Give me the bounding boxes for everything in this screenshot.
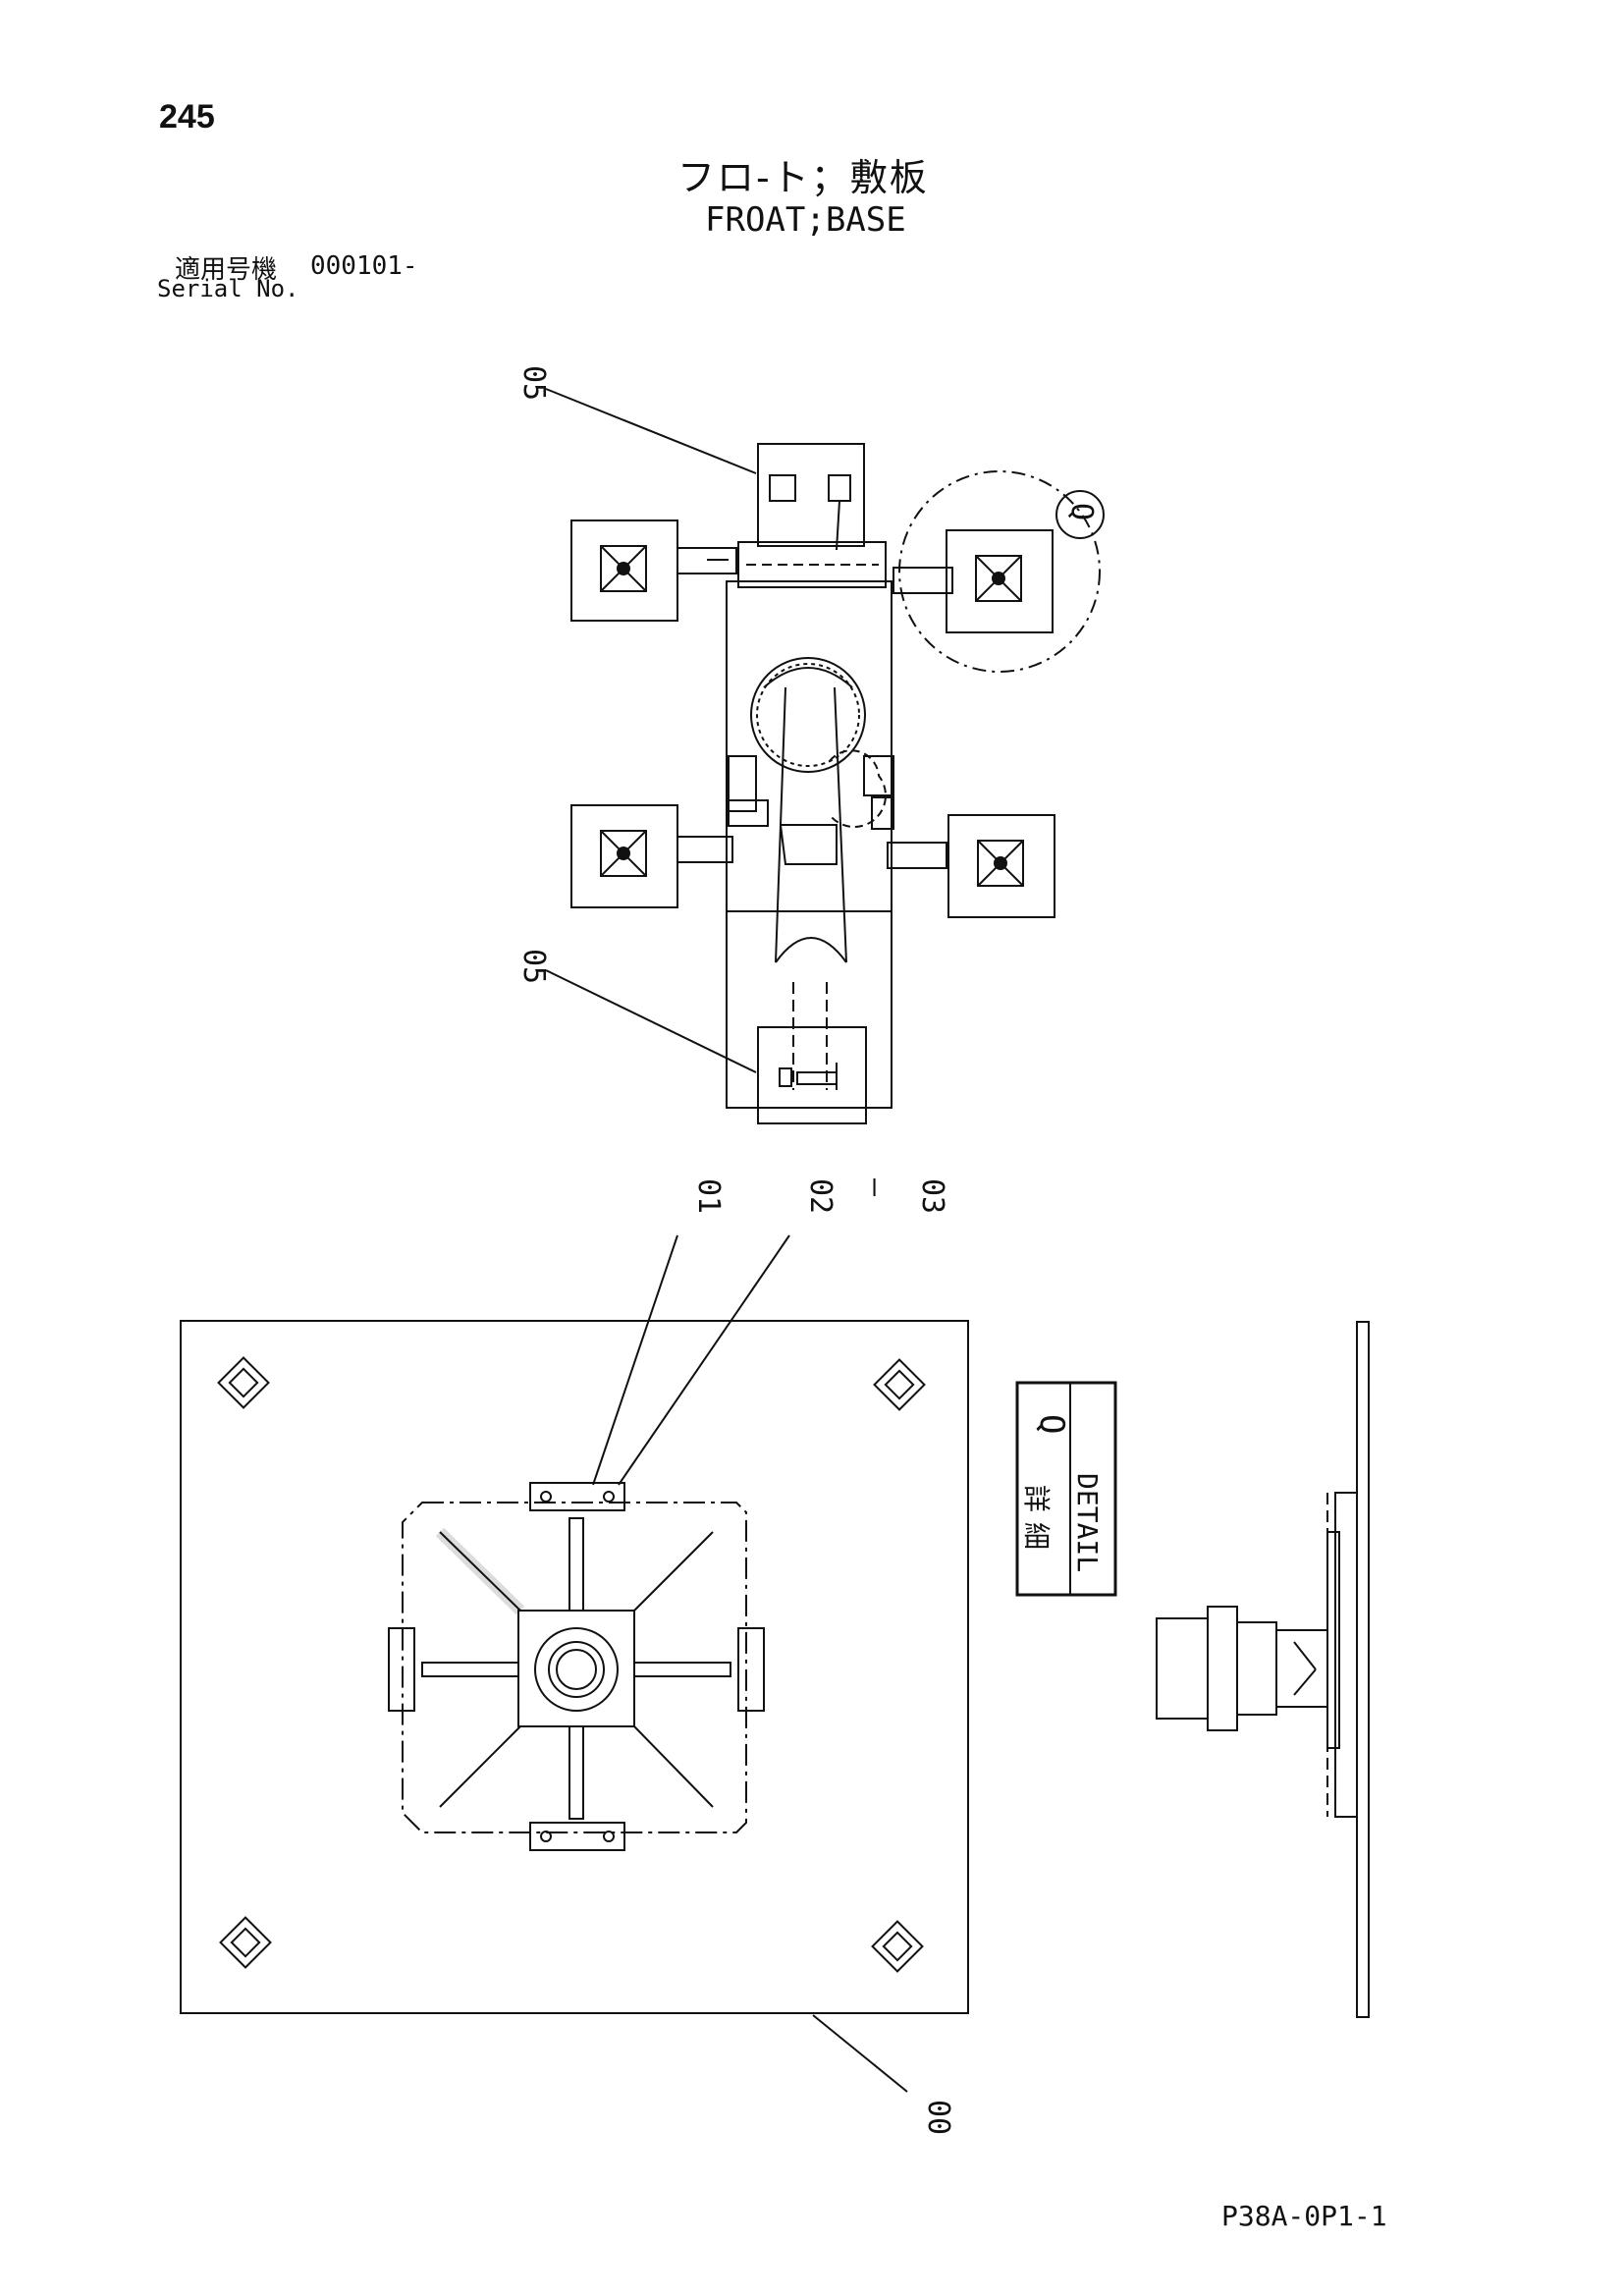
callout-02: 02 <box>803 1178 838 1214</box>
callout-detail-q: Q <box>1064 503 1099 520</box>
serial-number-value: 000101- <box>310 251 418 281</box>
base-plate-bottom <box>757 1026 867 1124</box>
outrigger-pad-top-right <box>946 529 1054 633</box>
corner-anchor-top-left <box>217 1356 270 1409</box>
callout-03: 03 <box>915 1178 949 1214</box>
leader-01 <box>592 1234 678 1486</box>
detail-label-jp-1: 詳 <box>1020 1485 1053 1512</box>
leader-bottom-05 <box>545 969 757 1073</box>
serial-label-english: Serial No. <box>157 275 299 302</box>
machine-top-view <box>726 541 894 1109</box>
serial-label-japanese: 適用号機 <box>175 255 278 285</box>
base-plate-large-view <box>180 1320 969 2014</box>
outrigger-pad-bottom-left <box>570 804 678 908</box>
corner-anchor-bottom-left <box>219 1916 272 1969</box>
leader-02 <box>618 1234 790 1486</box>
side-view-assembly <box>1156 1321 1370 2018</box>
leader-00 <box>812 2014 908 2093</box>
callout-01: 01 <box>691 1178 726 1214</box>
detail-label-en: DETAIL <box>1071 1473 1104 1572</box>
detail-label-jp-2: 細 <box>1020 1522 1053 1550</box>
page-title-japanese: フロ-ト；敷板 <box>677 156 929 199</box>
detail-q-circle <box>898 470 1101 673</box>
drawing-code: P38A-0P1-1 <box>1221 2200 1387 2232</box>
outrigger-pad-bottom-right <box>947 814 1055 918</box>
callout-dash: — <box>858 1178 893 1197</box>
detail-label-box <box>1015 1381 1117 1597</box>
callout-05-top: 05 <box>516 365 551 401</box>
outrigger-pad-top-left <box>570 519 678 622</box>
base-plate-top <box>757 443 865 551</box>
detail-label-letter: Q <box>1032 1414 1071 1434</box>
detail-q-callout-bubble <box>1055 490 1105 539</box>
corner-anchor-top-right <box>873 1358 926 1411</box>
page-number: 245 <box>159 98 215 136</box>
leader-top-05 <box>545 388 757 474</box>
page-title-english: FROAT;BASE <box>705 200 906 240</box>
corner-anchor-bottom-right <box>871 1920 924 1973</box>
callout-05-bottom: 05 <box>516 949 551 984</box>
callout-00: 00 <box>921 2100 955 2135</box>
outrigger-arms <box>676 547 953 869</box>
